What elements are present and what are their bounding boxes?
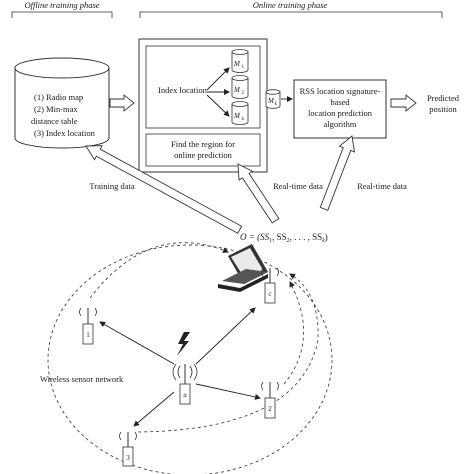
realtime-to-algorithm-arrow	[319, 135, 356, 211]
db-item-distance-table: distance table	[31, 116, 78, 126]
u-to-node-2-arrow	[195, 383, 261, 400]
online-phase-header: Online training phase	[139, 0, 443, 18]
index-location-block: Index location M 1 M 2 M k	[145, 45, 261, 129]
offline-phase-header: Offline training phase	[11, 0, 113, 18]
db-to-online-arrow	[109, 94, 135, 112]
find-region-line2: online prediction	[174, 150, 233, 160]
node-u-label: u	[183, 391, 187, 399]
u-to-node-3-arrow	[133, 391, 175, 427]
observation-vector: O = (SS1, SS2, . . . , SSk)	[240, 232, 328, 244]
model-1-cylinder: M 1	[231, 49, 249, 73]
db-item-radio-map: (1) Radio map	[34, 92, 83, 102]
predicted-position-line1: Predicted	[427, 93, 460, 103]
training-data-label: Training data	[89, 181, 134, 191]
realtime-to-region-arrow	[237, 163, 280, 224]
sensor-node-3: 3	[119, 431, 137, 467]
dashed-arrow-2-to-c	[283, 281, 305, 385]
dashed-arrow-3-to-c	[137, 273, 319, 433]
sensor-node-2: 2	[261, 381, 279, 419]
laptop-icon	[218, 244, 268, 292]
algorithm-line2: based	[330, 97, 350, 107]
training-data-arrow	[85, 145, 243, 234]
signal-lightning-icon	[177, 332, 190, 356]
index-arrow-1	[206, 67, 230, 91]
sensor-node-c: c	[261, 267, 279, 304]
algorithm-line3: location prediction	[308, 108, 373, 118]
realtime-data-label-2: Real-time data	[357, 181, 407, 191]
offline-phase-label: Offline training phase	[24, 0, 99, 10]
svg-text:M: M	[233, 112, 241, 120]
sensor-node-u: u	[172, 363, 198, 405]
db-item-min-max: (2) Min-max	[34, 104, 78, 114]
model-2-subscript: 2	[242, 91, 245, 96]
svg-text:M: M	[233, 60, 241, 68]
algorithm-line1: RSS location signature-	[300, 86, 381, 96]
find-region-block: Find the region for online prediction	[145, 133, 261, 167]
dashed-arrow-1-to-laptop	[89, 242, 229, 299]
find-region-line1: Find the region for	[171, 139, 235, 149]
sensor-node-1: 1	[79, 307, 97, 345]
node-1-label: 1	[86, 331, 90, 339]
svg-text:M: M	[233, 86, 241, 94]
model-1-subscript: 1	[242, 65, 245, 70]
selected-model-subscript: k	[275, 102, 278, 107]
selected-model-cylinder: M k	[265, 89, 281, 109]
u-to-laptop-arrow	[195, 307, 256, 365]
node-2-label: 2	[268, 405, 272, 413]
svg-text:M: M	[267, 97, 275, 105]
model-k-subscript: k	[242, 117, 245, 122]
algorithm-block: RSS location signature- based location p…	[293, 79, 387, 139]
algorithm-line4: algorithm	[323, 119, 356, 129]
wireless-sensor-network-label: Wireless sensor network	[40, 374, 124, 384]
u-to-node-1-arrow	[99, 321, 175, 365]
wireless-network-boundary	[47, 244, 333, 474]
training-database: (1) Radio map (2) Min-max distance table…	[14, 57, 110, 149]
model-k-cylinder: M k	[231, 101, 249, 125]
node-c-label: c	[268, 290, 272, 298]
model-2-cylinder: M 2	[231, 75, 249, 99]
db-item-index-location: (3) Index location	[34, 128, 96, 138]
predicted-position-line2: position	[429, 104, 457, 114]
online-phase-label: Online training phase	[253, 0, 328, 10]
realtime-data-label-1: Real-time data	[273, 181, 323, 191]
node-3-label: 3	[126, 454, 130, 462]
algorithm-to-output-arrow	[390, 94, 417, 112]
index-location-label: Index location	[158, 85, 208, 95]
index-arrow-k	[206, 94, 230, 117]
